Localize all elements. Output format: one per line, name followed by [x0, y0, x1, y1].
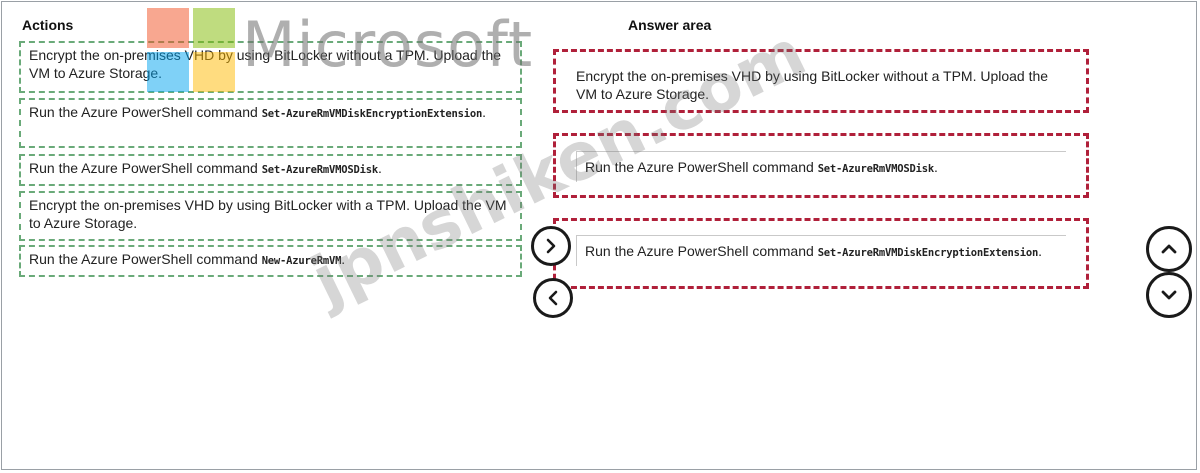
action-code: Set-AzureRmVMDiskEncryptionExtension [261, 108, 483, 120]
answer-item-set-os-disk[interactable]: Run the Azure PowerShell command Set-Azu… [576, 151, 1066, 182]
action-suffix: . [378, 160, 382, 176]
chevron-down-icon [1160, 286, 1178, 304]
action-item-encrypt-with-tpm[interactable]: Encrypt the on-premises VHD by using Bit… [19, 191, 522, 241]
answer-area-heading: Answer area [628, 17, 712, 33]
action-item-set-os-disk[interactable]: Run the Azure PowerShell command Set-Azu… [19, 154, 522, 186]
actions-heading: Actions [22, 17, 74, 33]
chevron-up-icon [1160, 240, 1178, 258]
chevron-left-icon [545, 290, 561, 306]
action-item-set-disk-encryption[interactable]: Run the Azure PowerShell command Set-Azu… [19, 98, 522, 148]
move-right-button[interactable] [531, 226, 571, 266]
move-left-button[interactable] [533, 278, 573, 318]
action-text: Encrypt the on-premises VHD by using Bit… [29, 47, 502, 81]
answer-slot-3[interactable]: Run the Azure PowerShell command Set-Azu… [553, 218, 1089, 289]
action-text: Run the Azure PowerShell command [29, 251, 262, 267]
answer-slot-1[interactable]: Encrypt the on-premises VHD by using Bit… [553, 49, 1089, 113]
answer-item-set-disk-encryption[interactable]: Run the Azure PowerShell command Set-Azu… [576, 235, 1066, 266]
action-item-encrypt-without-tpm[interactable]: Encrypt the on-premises VHD by using Bit… [19, 41, 522, 93]
action-text: Encrypt the on-premises VHD by using Bit… [29, 197, 507, 231]
answer-text: Encrypt the on-premises VHD by using Bit… [576, 68, 1049, 102]
move-down-button[interactable] [1146, 272, 1192, 318]
answer-suffix: . [934, 159, 938, 175]
move-up-button[interactable] [1146, 226, 1192, 272]
answer-code: Set-AzureRmVMOSDisk [817, 163, 935, 175]
action-suffix: . [482, 104, 486, 120]
answer-text: Run the Azure PowerShell command [585, 243, 818, 259]
answer-item-encrypt-without-tpm[interactable]: Encrypt the on-premises VHD by using Bit… [576, 67, 1066, 103]
action-item-new-vm[interactable]: Run the Azure PowerShell command New-Azu… [19, 245, 522, 277]
chevron-right-icon [543, 238, 559, 254]
action-suffix: . [341, 251, 346, 267]
action-code: Set-AzureRmVMOSDisk [261, 164, 379, 176]
action-text: Run the Azure PowerShell command [29, 160, 262, 176]
action-code: New-AzureRmVM [261, 255, 342, 267]
answer-suffix: . [1038, 243, 1042, 259]
answer-text: Run the Azure PowerShell command [585, 159, 818, 175]
action-text: Run the Azure PowerShell command [29, 104, 262, 120]
answer-code: Set-AzureRmVMDiskEncryptionExtension [817, 247, 1039, 259]
answer-slot-2[interactable]: Run the Azure PowerShell command Set-Azu… [553, 133, 1089, 198]
